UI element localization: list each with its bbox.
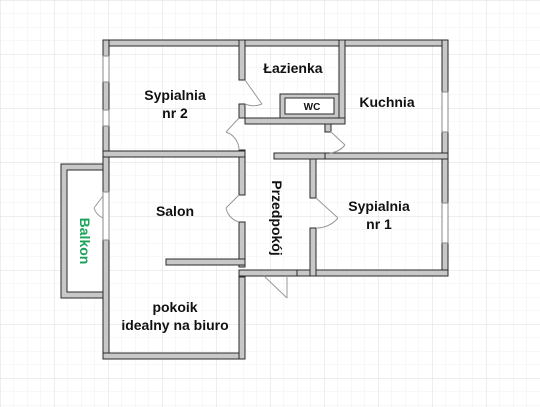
wall-sypialnia1-west-b [309,227,317,277]
wall-outer-bottom-left [102,352,246,360]
wall-pokoik-east [238,276,246,360]
window-kuchnia [441,91,449,133]
label-balkon: Balkon [77,218,93,265]
wall-lazienka-east [338,39,346,119]
label-pokoik-line2: idealny na biuro [121,317,228,333]
balkon-floor [66,169,104,293]
window-sypialnia2 [102,55,110,83]
wall-kuchnia-south-b [324,152,449,160]
wall-outer-left-lower [102,156,110,360]
label-lazienka: Łazienka [263,60,322,76]
label-przedpokoj: Przedpokój [269,180,285,255]
window-salon [102,191,110,241]
door-sypialnia2 [225,117,240,151]
wall-salon-east-b [238,221,246,268]
door-entrance [263,275,288,299]
door-lazienka [244,79,263,107]
window-sypialnia1 [441,202,449,244]
wall-hall-top [244,117,346,125]
wall-kuchnia-south-a [273,152,331,160]
wall-salon-east-a [238,149,246,196]
door-kuchnia [329,130,346,154]
wall-sypialnia2-south [102,150,246,158]
label-wc: WC [304,102,321,113]
wall-right-bottom [296,269,449,277]
wall-sypialnia2-east-b [238,103,246,119]
door-balkon [93,195,104,219]
wall-sypialnia2-east-a [238,39,246,81]
label-sypialnia1-line1: Sypialnia [348,198,410,214]
wall-salon-divider [165,258,246,266]
window-sypialnia2-lower [102,109,110,127]
label-sypialnia2-line2: nr 2 [162,105,188,121]
wall-sypialnia1-west-a [309,157,317,199]
door-sypialnia1 [315,197,339,229]
label-kuchnia: Kuchnia [359,94,414,110]
label-sypialnia2-line1: Sypialnia [144,87,206,103]
wc-room [284,97,335,115]
doors [93,79,346,299]
door-salon [225,194,240,223]
wall-hall-bottom [238,269,298,277]
windows [102,55,449,244]
label-sypialnia1-line2: nr 1 [366,216,392,232]
label-pokoik-line1: pokoik [152,299,197,315]
label-salon: Salon [156,203,194,219]
balkon-structure [60,163,104,299]
wall-outer-top [102,39,449,47]
